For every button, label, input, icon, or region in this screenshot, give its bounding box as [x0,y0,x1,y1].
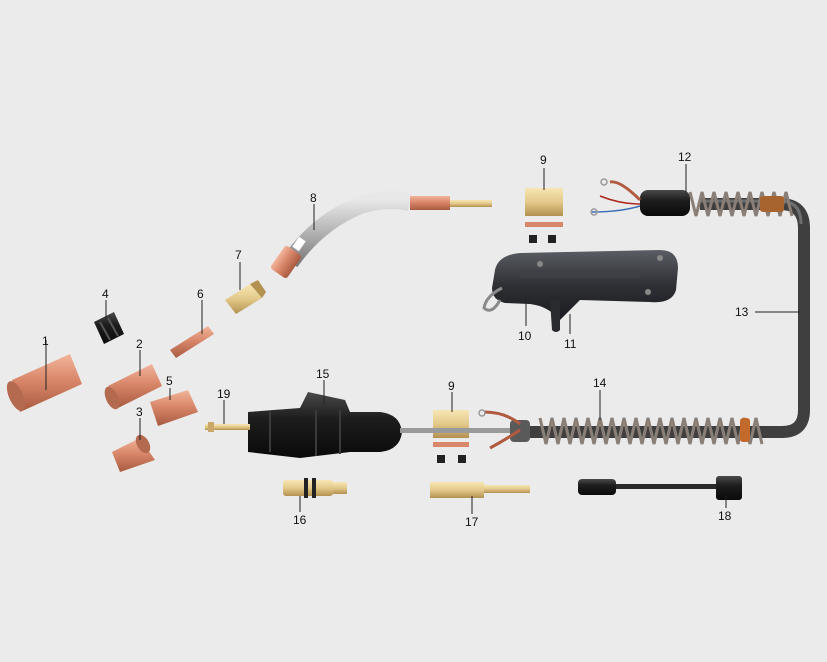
tip-holder [225,280,266,314]
nozzle [6,354,82,412]
callout-13: 13 [735,305,749,319]
handle-insert-bottom [433,410,469,463]
callout-9-top: 9 [540,153,547,167]
callout-3: 3 [136,405,143,419]
control-connector [578,476,742,500]
callout-11: 11 [564,337,577,351]
central-adapter [283,478,347,498]
nozzle-short [104,364,162,410]
callout-18: 18 [718,509,732,523]
leader-lines [45,164,800,514]
callout-6: 6 [197,287,204,301]
callout-9-bottom: 9 [448,379,455,393]
callout-12: 12 [678,150,692,164]
callout-14: 14 [593,376,607,390]
liner-adapter [430,482,530,498]
contact-tip [170,326,214,358]
power-cable [520,198,810,438]
contact-pin [205,422,250,432]
torch-neck-body [248,392,510,458]
callout-2: 2 [136,337,143,351]
callout-10: 10 [518,329,532,343]
insulator [94,312,124,344]
conical-nozzle [112,434,155,472]
rear-spring-top [590,178,794,217]
callout-1: 1 [42,334,49,348]
handle-body [482,250,678,332]
callout-19: 19 [217,387,231,401]
front-spring [478,409,764,450]
handle-insert-top [525,188,563,243]
callout-16: 16 [293,513,307,527]
callout-17: 17 [465,515,479,529]
callout-15: 15 [316,367,330,381]
nozzle-cylinder [150,390,198,426]
gooseneck [270,191,492,279]
callout-4: 4 [102,287,109,301]
callout-8: 8 [310,191,317,205]
callout-5: 5 [166,374,173,388]
callout-7: 7 [235,248,242,262]
